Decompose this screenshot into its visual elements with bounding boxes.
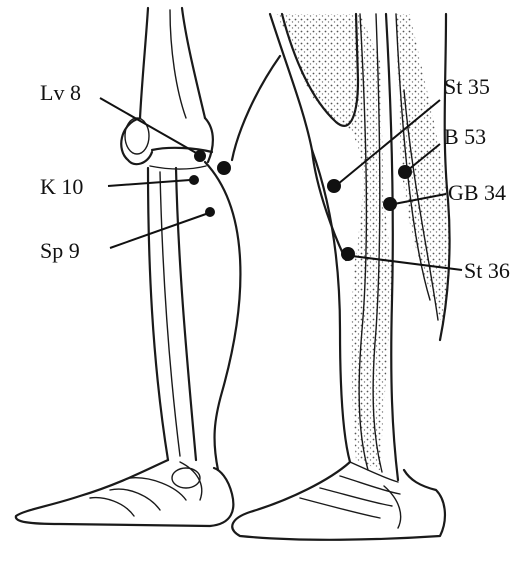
acupoint-st35-dot: [327, 179, 341, 193]
leader-sp9: [110, 214, 206, 248]
label-lv8: Lv 8: [40, 80, 81, 105]
label-k10: K 10: [40, 174, 83, 199]
label-b53: B 53: [444, 124, 486, 149]
label-gb34: GB 34: [448, 180, 506, 205]
acupoint-st36-dot: [341, 247, 355, 261]
acupoint-b53-dot: [398, 165, 412, 179]
acupoint-sp9-dot: [205, 207, 215, 217]
label-st35: St 35: [444, 74, 490, 99]
label-st36: St 36: [464, 258, 510, 283]
acupoint-extra-dot: [217, 161, 231, 175]
leader-lv8: [100, 98, 198, 154]
acupoint-k10-dot: [189, 175, 199, 185]
lateral-leg-drawing: [232, 14, 449, 540]
label-sp9: Sp 9: [40, 238, 80, 263]
